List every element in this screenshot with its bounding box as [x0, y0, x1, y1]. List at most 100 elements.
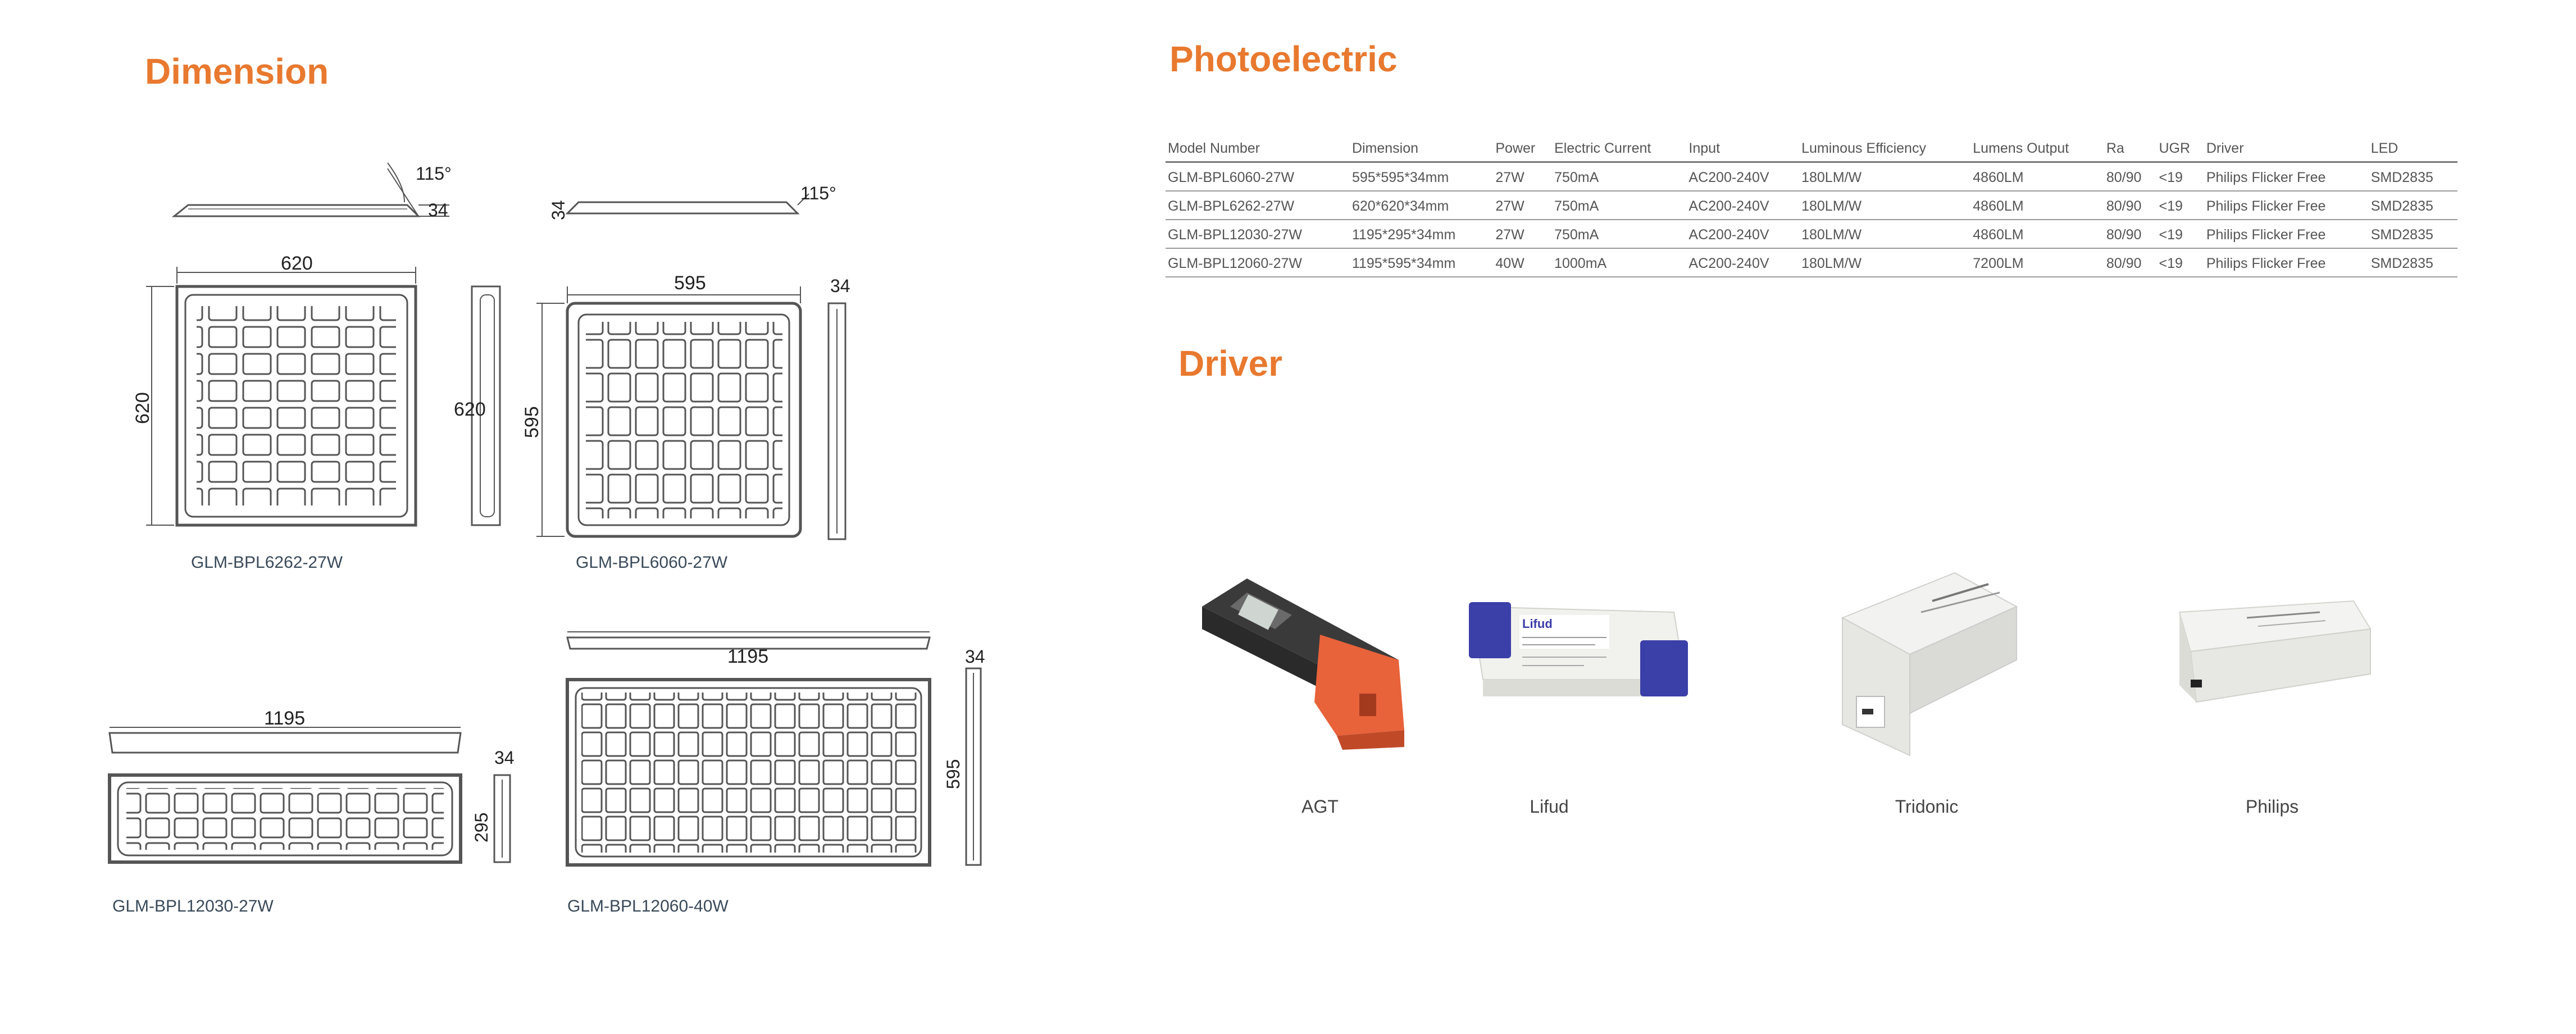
width-label-6060: 595: [674, 272, 706, 294]
table-cell: 80/90: [2104, 162, 2157, 192]
table-cell: 1000mA: [1552, 248, 1687, 277]
model-label-12030: GLM-BPL12030-27W: [112, 897, 274, 915]
width-label-12060: 1195: [727, 646, 768, 667]
table-cell: <19: [2156, 191, 2204, 220]
column-header: Power: [1493, 135, 1553, 163]
driver-images: Lifud: [1202, 572, 2372, 757]
table-cell: 620*620*34mm: [1349, 191, 1494, 220]
side-profile-12030: [493, 774, 511, 863]
table-cell: AC200-240V: [1686, 162, 1800, 192]
table-cell: 180LM/W: [1799, 191, 1971, 220]
table-cell: SMD2835: [2368, 220, 2457, 249]
column-header: Dimension: [1349, 135, 1494, 163]
drawing-6262: 115° 34 620 620 620: [132, 162, 501, 527]
table-cell: 27W: [1493, 162, 1553, 192]
drawing-12030: 1195 34 295: [108, 708, 515, 864]
table-cell: SMD2835: [2368, 162, 2457, 192]
profile-6262: 115° 34: [171, 162, 452, 220]
column-header: Driver: [2204, 135, 2369, 163]
table-cell: Philips Flicker Free: [2204, 248, 2369, 277]
table-cell: Philips Flicker Free: [2204, 191, 2369, 220]
drawing-12060: 1195 34 595: [566, 631, 985, 867]
table-cell: 180LM/W: [1799, 162, 1971, 192]
table-cell: 180LM/W: [1799, 248, 1971, 277]
lifud-driver-image: Lifud: [1469, 602, 1688, 696]
column-header: UGR: [2156, 135, 2204, 163]
angle-label-6262: 115°: [416, 163, 452, 184]
table-cell: 4860LM: [1970, 191, 2104, 220]
table-cell: GLM-BPL12030-27W: [1166, 220, 1350, 249]
panel-6262: [175, 285, 417, 527]
column-header: Model Number: [1166, 135, 1350, 163]
table-cell: 27W: [1493, 191, 1553, 220]
depth-label-12030: 34: [494, 748, 515, 768]
depth-label-6060: 34: [830, 276, 850, 296]
column-header: Luminous Efficiency: [1799, 135, 1971, 163]
panel-6060: [566, 302, 802, 538]
table-cell: 750mA: [1552, 162, 1687, 192]
profile-6060: 115° 34: [548, 183, 836, 220]
table-cell: 4860LM: [1970, 162, 2104, 192]
depth-label-12060: 34: [965, 646, 985, 667]
table-cell: <19: [2156, 162, 2204, 192]
table-cell: SMD2835: [2368, 191, 2457, 220]
driver-name-agt: AGT: [1301, 796, 1339, 817]
photoelectric-heading: Photoelectric: [1169, 39, 1398, 79]
panel-12060: [566, 678, 931, 867]
agt-driver-image: [1202, 579, 1404, 750]
model-label-6060: GLM-BPL6060-27W: [576, 553, 728, 572]
angle-label-6060: 115°: [800, 183, 836, 203]
side-profile-12060: [965, 667, 982, 866]
driver-name-tridonic: Tridonic: [1895, 796, 1959, 817]
lifud-brand-mark: Lifud: [1522, 617, 1553, 631]
side-profile-6262: [471, 285, 501, 526]
table-cell: 1195*595*34mm: [1349, 248, 1494, 277]
table-cell: <19: [2156, 248, 2204, 277]
height-label-6262: 620: [132, 392, 153, 424]
tridonic-driver-image: [1841, 572, 2018, 757]
table-cell: Philips Flicker Free: [2204, 220, 2369, 249]
dimension-heading: Dimension: [145, 51, 329, 92]
table-cell: 7200LM: [1970, 248, 2104, 277]
depth-label-6262a: 34: [428, 200, 448, 220]
column-header: Input: [1686, 135, 1800, 163]
table-cell: AC200-240V: [1686, 191, 1800, 220]
width-label-12030: 1195: [264, 708, 305, 729]
table-cell: <19: [2156, 220, 2204, 249]
table-cell: 750mA: [1552, 191, 1687, 220]
table-cell: GLM-BPL6060-27W: [1166, 162, 1350, 192]
column-header: Electric Current: [1552, 135, 1687, 163]
table-cell: 27W: [1493, 220, 1553, 249]
depth-label-6262: 620: [454, 399, 486, 420]
table-cell: 595*595*34mm: [1349, 162, 1494, 192]
table-cell: GLM-BPL12060-27W: [1166, 248, 1350, 277]
driver-name-philips: Philips: [2245, 796, 2299, 817]
table-cell: Philips Flicker Free: [2204, 162, 2369, 192]
table-cell: 1195*295*34mm: [1349, 220, 1494, 249]
driver-heading: Driver: [1178, 343, 1282, 384]
table-cell: 80/90: [2104, 191, 2157, 220]
table-cell: 750mA: [1552, 220, 1687, 249]
table-cell: AC200-240V: [1686, 220, 1800, 249]
column-header: LED: [2368, 135, 2457, 163]
table-cell: 4860LM: [1970, 220, 2104, 249]
height-label-12060: 595: [943, 759, 963, 789]
model-label-6262: GLM-BPL6262-27W: [191, 553, 343, 572]
column-header: Lumens Output: [1970, 135, 2104, 163]
height-label-12030: 295: [471, 813, 491, 842]
table-cell: AC200-240V: [1686, 248, 1800, 277]
table-cell: 80/90: [2104, 220, 2157, 249]
model-label-12060: GLM-BPL12060-40W: [567, 897, 729, 915]
dimension-drawings: 115° 34 620 620 620 115° 34: [108, 162, 985, 867]
table-cell: SMD2835: [2368, 248, 2457, 277]
height-label-6060: 595: [521, 406, 543, 438]
table-cell: GLM-BPL6262-27W: [1166, 191, 1350, 220]
table-cell: 80/90: [2104, 248, 2157, 277]
width-label-6262: 620: [281, 253, 313, 274]
driver-name-lifud: Lifud: [1530, 796, 1569, 817]
drawing-6060: 115° 34 595 595 34: [521, 183, 850, 540]
